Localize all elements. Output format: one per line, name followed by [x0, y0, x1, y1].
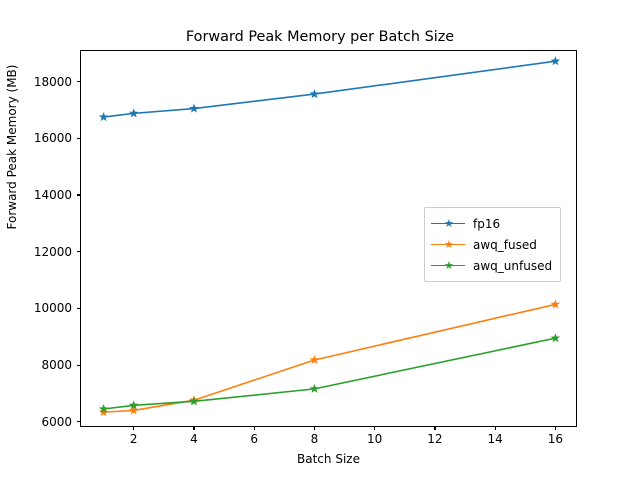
x-axis-label: Batch Size — [297, 452, 360, 466]
x-axis-tick — [434, 426, 436, 430]
series-marker — [128, 400, 139, 410]
legend-label: awq_unfused — [473, 258, 553, 273]
x-axis-tick-label: 16 — [547, 432, 564, 446]
x-axis-tick-label: 10 — [367, 432, 383, 446]
x-axis-tick-label: 14 — [487, 432, 503, 446]
y-axis-tick — [77, 137, 81, 139]
legend-item-awq_unfused[interactable]: ★ awq_unfused — [431, 255, 552, 276]
series-marker — [309, 354, 320, 365]
x-axis-tick — [193, 426, 195, 430]
legend-label: fp16 — [473, 216, 501, 231]
series-line — [103, 303, 556, 413]
y-axis-tick — [77, 251, 81, 253]
legend-item-awq_fused[interactable]: ★ awq_fused — [431, 234, 552, 255]
series-awq_fused — [98, 299, 561, 417]
chart-title: Forward Peak Memory per Batch Size — [185, 29, 455, 45]
series-marker — [550, 56, 561, 66]
x-axis-tick-label: 4 — [190, 432, 198, 446]
y-axis-tick — [77, 307, 81, 309]
series-marker — [309, 383, 320, 393]
series-marker — [189, 103, 199, 113]
x-axis-tick — [313, 426, 316, 430]
series-marker — [98, 407, 109, 417]
series-marker — [309, 89, 320, 99]
series-line — [103, 60, 556, 118]
series-marker — [98, 112, 109, 122]
series-fp16 — [98, 56, 561, 122]
y-axis-tick — [77, 81, 81, 83]
y-axis-tick-label: 12000 — [33, 244, 72, 259]
legend-swatch-icon: ★ — [431, 217, 465, 231]
x-axis-tick-label: 12 — [427, 432, 443, 446]
x-axis-tick — [554, 426, 556, 430]
y-axis-tick — [77, 364, 81, 366]
legend-swatch-icon: ★ — [431, 259, 465, 273]
x-axis-tick — [133, 426, 135, 430]
x-axis-tick — [253, 426, 255, 430]
chart-legend: ★ fp16 ★ awq_fused ★ awq_unfused — [424, 207, 562, 282]
plot-svg — [98, 56, 561, 417]
series-marker — [550, 299, 561, 309]
x-axis-tick — [494, 426, 496, 430]
y-axis-tick-label: 18000 — [33, 74, 72, 89]
series-line — [103, 337, 556, 410]
series-marker — [189, 396, 199, 406]
plot-area: 6000 8000 10000 12000 14000 16000 18000 2 4 6 8 10 1… — [34, 50, 577, 446]
y-axis-tick-label: 8000 — [41, 358, 72, 373]
x-axis-tick-label: 6 — [250, 432, 259, 446]
legend-item-fp16[interactable]: ★ fp16 — [431, 213, 552, 234]
y-axis-tick — [77, 421, 81, 423]
legend-swatch-icon: ★ — [431, 238, 465, 252]
series-marker — [98, 404, 109, 414]
series-marker — [128, 108, 139, 118]
x-axis-tick — [374, 426, 376, 430]
series-marker — [128, 405, 139, 415]
y-axis-tick-label: 6000 — [41, 414, 72, 429]
x-axis-tick-label: 8 — [310, 432, 319, 446]
x-axis-tick-label: 2 — [129, 432, 138, 446]
series-marker — [550, 333, 561, 343]
y-axis-tick — [77, 194, 81, 196]
y-axis-tick-label: 14000 — [33, 187, 72, 202]
y-axis-tick-label: 16000 — [33, 131, 72, 146]
legend-label: awq_fused — [473, 237, 537, 252]
y-axis-label: Forward Peak Memory (MB) — [5, 64, 19, 230]
y-axis-tick-label: 10000 — [33, 301, 72, 316]
series-awq_unfused — [98, 333, 561, 414]
